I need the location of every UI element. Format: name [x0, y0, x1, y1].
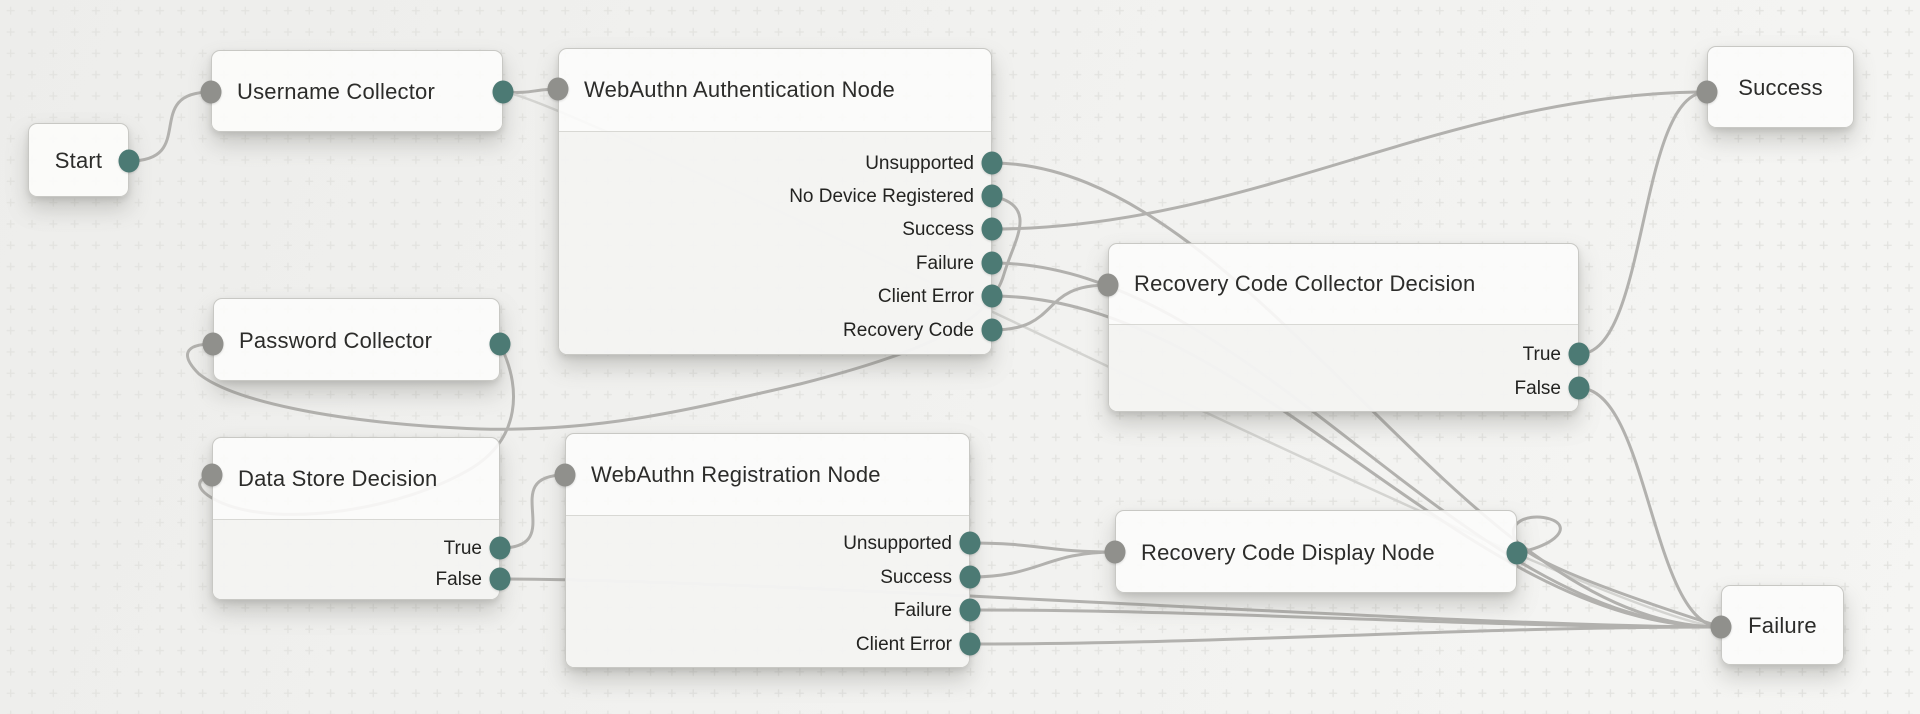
- outcome-label-no-device-registered: No Device Registered: [789, 186, 974, 207]
- port-out-username-collector[interactable]: [492, 80, 514, 104]
- node-body-webauthn-registration-node: [566, 515, 969, 667]
- edge-webauthn-registration-node-client-error--to--failure[interactable]: [968, 625, 1723, 646]
- outcome-label-unsupported: Unsupported: [865, 153, 974, 174]
- node-body-webauthn-authentication-node: [559, 131, 991, 354]
- outcome-label-success: Success: [902, 219, 974, 240]
- outcome-label-unsupported: Unsupported: [843, 533, 952, 554]
- node-recovery-code-display-node[interactable]: Recovery Code Display Node: [1115, 510, 1517, 593]
- node-title: Success: [1738, 75, 1823, 100]
- edge-webauthn-registration-node-success--to--recovery-code-display-node[interactable]: [968, 550, 1117, 579]
- port-outcome-client-error-webauthn-authentication-node[interactable]: [981, 284, 1003, 308]
- port-out-recovery-code-display-node[interactable]: [1506, 541, 1528, 565]
- port-outcome-unsupported-webauthn-registration-node[interactable]: [959, 531, 981, 555]
- port-outcome-false-recovery-code-collector-decision[interactable]: [1568, 376, 1590, 400]
- edge-webauthn-authentication-node-client-error--to--failure[interactable]: [990, 294, 1723, 629]
- outcome-label-client-error: Client Error: [877, 286, 974, 307]
- port-outcome-unsupported-webauthn-authentication-node[interactable]: [981, 151, 1003, 175]
- outcome-label-failure: Failure: [893, 600, 952, 621]
- port-outcome-true-data-store-decision[interactable]: [489, 536, 511, 560]
- node-title: Start: [54, 148, 103, 173]
- port-in-webauthn-authentication-node[interactable]: [547, 77, 569, 101]
- port-outcome-success-webauthn-authentication-node[interactable]: [981, 217, 1003, 241]
- outcome-label-recovery-code: Recovery Code: [843, 320, 974, 341]
- port-in-webauthn-registration-node[interactable]: [554, 463, 576, 487]
- node-start[interactable]: Start: [28, 123, 129, 197]
- node-title: Username Collector: [237, 79, 436, 104]
- port-in-recovery-code-display-node[interactable]: [1104, 540, 1126, 564]
- outcome-label-success: Success: [880, 567, 952, 588]
- port-in-password-collector[interactable]: [202, 332, 224, 356]
- node-title: Data Store Decision: [238, 465, 438, 491]
- port-outcome-recovery-code-webauthn-authentication-node[interactable]: [981, 318, 1003, 342]
- node-title: Recovery Code Collector Decision: [1134, 271, 1476, 296]
- port-outcome-false-data-store-decision[interactable]: [489, 567, 511, 591]
- port-out-start[interactable]: [118, 149, 140, 173]
- node-body-data-store-decision: [213, 519, 499, 599]
- port-outcome-failure-webauthn-authentication-node[interactable]: [981, 251, 1003, 275]
- node-success[interactable]: Success: [1707, 46, 1854, 128]
- port-outcome-true-recovery-code-collector-decision[interactable]: [1568, 342, 1590, 366]
- node-password-collector[interactable]: Password Collector: [213, 298, 500, 381]
- outcome-label-false: False: [1514, 378, 1561, 399]
- node-title: Recovery Code Display Node: [1141, 539, 1435, 565]
- node-username-collector[interactable]: Username Collector: [211, 50, 503, 132]
- port-outcome-success-webauthn-registration-node[interactable]: [959, 565, 981, 589]
- edge-webauthn-authentication-node-success--to--success[interactable]: [990, 90, 1709, 231]
- port-outcome-client-error-webauthn-registration-node[interactable]: [959, 632, 981, 656]
- edge-recovery-code-collector-decision-true--to--success[interactable]: [1577, 90, 1709, 356]
- edge-data-store-decision-true--to--webauthn-registration-node[interactable]: [498, 473, 567, 550]
- port-outcome-failure-webauthn-registration-node[interactable]: [959, 598, 981, 622]
- node-title: Password Collector: [239, 327, 433, 353]
- port-outcome-no-device-registered-webauthn-authentication-node[interactable]: [981, 184, 1003, 208]
- node-title: WebAuthn Authentication Node: [584, 77, 895, 102]
- node-title: WebAuthn Registration Node: [591, 461, 881, 487]
- outcome-label-client-error: Client Error: [855, 634, 952, 655]
- port-in-username-collector[interactable]: [200, 80, 222, 104]
- edge-recovery-code-collector-decision-false--to--failure[interactable]: [1577, 386, 1723, 629]
- node-failure[interactable]: Failure: [1721, 585, 1844, 665]
- outcome-label-false: False: [435, 569, 482, 590]
- port-out-password-collector[interactable]: [489, 332, 511, 356]
- outcome-label-failure: Failure: [915, 253, 974, 274]
- edge-webauthn-authentication-node-recovery-code--to--recovery-code-collector-decision[interactable]: [990, 283, 1110, 332]
- edge-start--to--username-collector[interactable]: [127, 90, 213, 163]
- port-in-recovery-code-collector-decision[interactable]: [1097, 273, 1119, 297]
- outcome-label-true: True: [1522, 344, 1561, 365]
- port-in-data-store-decision[interactable]: [201, 463, 223, 487]
- outcome-label-true: True: [443, 538, 482, 559]
- port-in-success[interactable]: [1696, 80, 1718, 104]
- port-in-failure[interactable]: [1710, 615, 1732, 639]
- node-body-recovery-code-collector-decision: [1109, 324, 1578, 411]
- edge-webauthn-registration-node-failure--to--failure[interactable]: [968, 608, 1723, 629]
- node-title: Failure: [1748, 613, 1817, 638]
- edge-webauthn-authentication-node-no-device-registered--to--password-collector[interactable]: [186, 194, 1022, 431]
